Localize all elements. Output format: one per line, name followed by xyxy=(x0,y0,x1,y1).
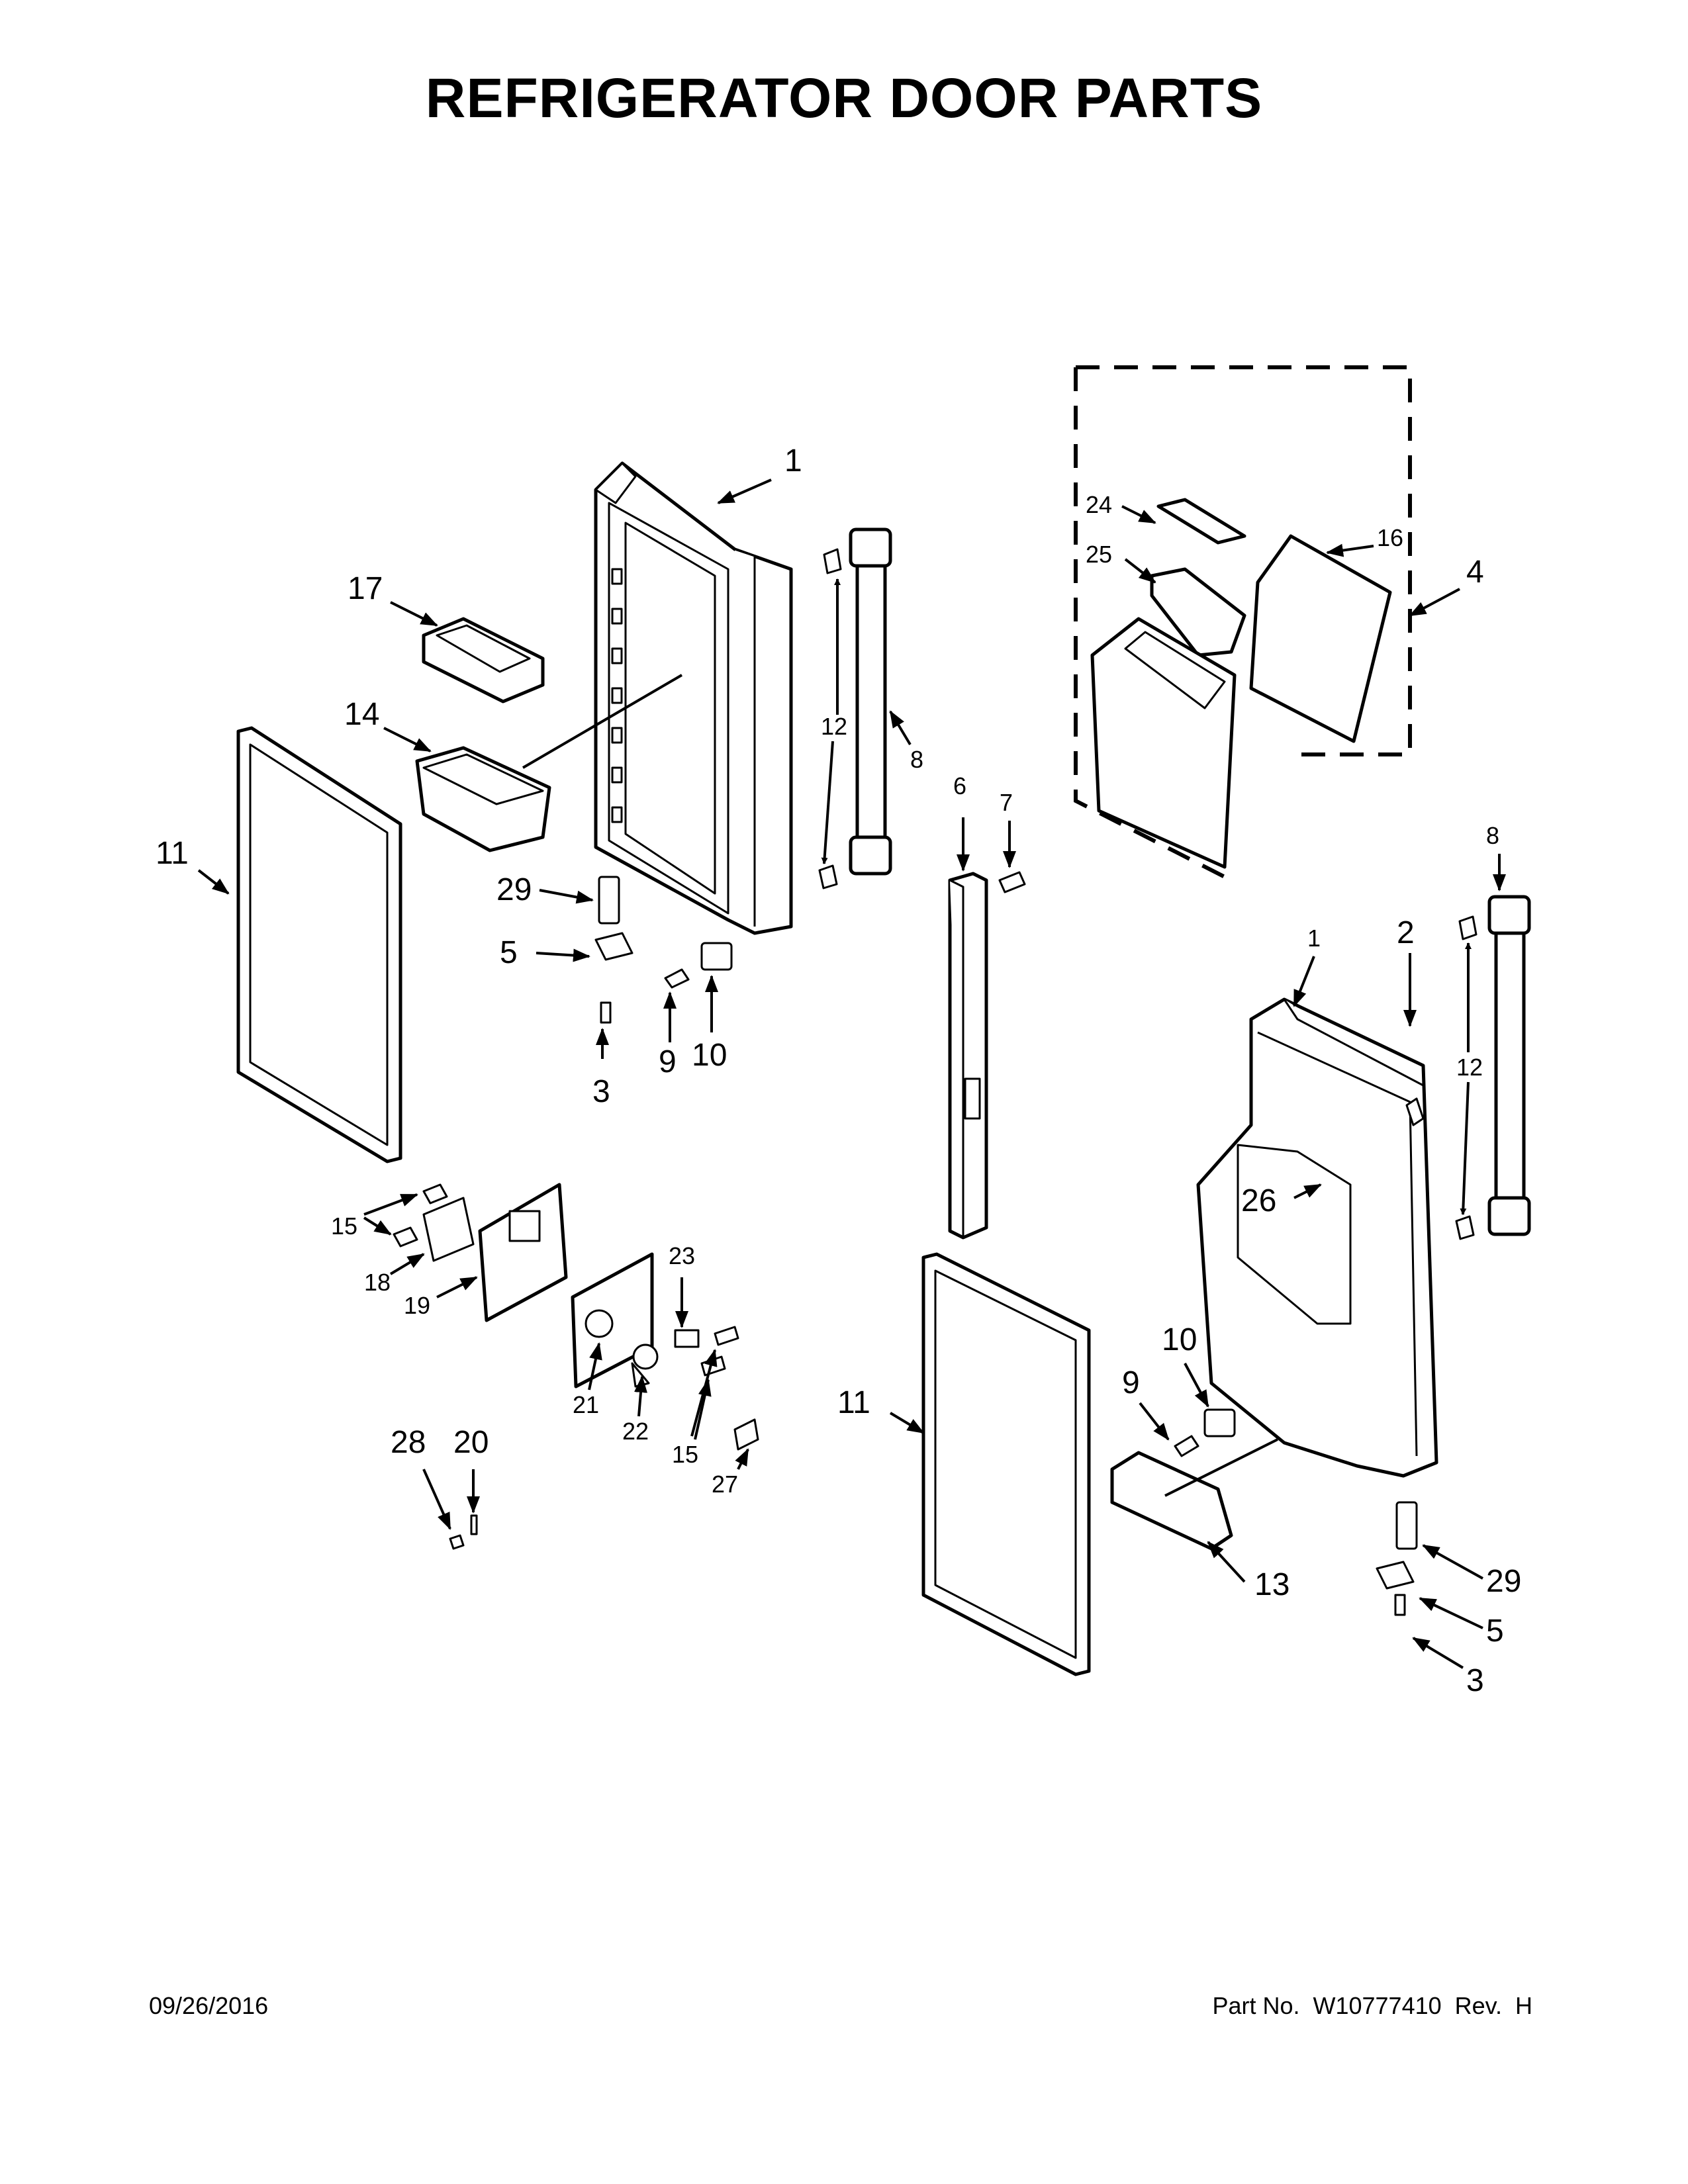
callout-right-13: 13 xyxy=(1254,1567,1289,1602)
callout-ice-16: 16 xyxy=(1377,524,1403,551)
right-handle-screws xyxy=(1455,915,1477,1240)
callout-right-5: 5 xyxy=(1486,1614,1504,1649)
callout-disp-22: 22 xyxy=(622,1418,649,1445)
page-title: REFRIGERATOR DOOR PARTS xyxy=(425,67,1263,129)
callout-left-1: 1 xyxy=(784,443,802,478)
callout-right-1: 1 xyxy=(1307,925,1321,952)
callout-center-11: 11 xyxy=(837,1385,870,1420)
bin-17 xyxy=(422,617,545,704)
callout-disp-20: 20 xyxy=(453,1425,489,1460)
callout-right-2: 2 xyxy=(1397,915,1415,950)
callout-left-8: 8 xyxy=(910,746,923,773)
callout-left-29: 29 xyxy=(496,872,532,907)
callout-ice-24: 24 xyxy=(1086,491,1112,518)
bin-13 xyxy=(1110,1451,1233,1551)
callout-disp-28: 28 xyxy=(391,1425,426,1460)
actuator-22 xyxy=(631,1343,659,1388)
ice-door-group xyxy=(1074,365,1412,882)
callout-right-9: 9 xyxy=(1122,1365,1140,1400)
clip-28 xyxy=(449,1534,465,1550)
ice-door-panel-16 xyxy=(1249,534,1392,743)
callout-left-9: 9 xyxy=(659,1044,677,1079)
bin-14 xyxy=(415,746,551,852)
tube-2 xyxy=(1405,1097,1425,1126)
footer-date: 09/26/2016 xyxy=(149,1992,269,2019)
callout-disp-27: 27 xyxy=(712,1471,738,1498)
left-door-liner xyxy=(594,461,793,935)
right-door-liner xyxy=(1196,997,1438,1478)
callout-disp-15b: 15 xyxy=(672,1441,698,1468)
left-hinge-parts xyxy=(594,876,733,1024)
callout-labels: 1 17 14 11 12 8 29 5 3 9 10 6 7 11 15 18… xyxy=(156,443,1521,1698)
dispenser-parts xyxy=(393,1183,759,1550)
callout-left-17: 17 xyxy=(348,571,383,606)
callout-disp-19: 19 xyxy=(404,1292,430,1319)
callout-left-3: 3 xyxy=(592,1074,610,1109)
callout-right-8: 8 xyxy=(1486,822,1499,849)
callout-ice-4: 4 xyxy=(1466,555,1484,590)
callout-right-29: 29 xyxy=(1486,1564,1521,1599)
right-hinge-parts xyxy=(1174,1408,1418,1616)
footer-part-number: Part No. W10777410 Rev. H xyxy=(1212,1992,1532,2019)
callout-disp-15a: 15 xyxy=(331,1212,357,1240)
bracket-23 xyxy=(674,1329,700,1348)
callout-disp-21: 21 xyxy=(573,1391,599,1418)
dispenser-panel-19 xyxy=(478,1183,568,1322)
callout-left-10: 10 xyxy=(692,1038,727,1073)
callout-left-14: 14 xyxy=(344,697,379,732)
liner-shelf-bumps xyxy=(611,568,623,823)
right-door-assembly xyxy=(1110,895,1531,1616)
callout-right-3: 3 xyxy=(1466,1663,1484,1698)
cover-27 xyxy=(733,1418,759,1451)
callout-disp-18: 18 xyxy=(364,1269,391,1296)
callout-ice-25: 25 xyxy=(1086,541,1112,568)
callout-center-7: 7 xyxy=(1000,789,1013,816)
callout-center-6: 6 xyxy=(953,772,966,799)
left-door-assembly xyxy=(236,461,892,1163)
left-door-handle xyxy=(849,527,892,876)
callout-right-26: 26 xyxy=(1241,1183,1276,1218)
callout-right-12: 12 xyxy=(1456,1054,1483,1081)
callout-right-10: 10 xyxy=(1162,1322,1197,1357)
callout-disp-23: 23 xyxy=(669,1242,695,1269)
ice-chute-cover-24 xyxy=(1156,498,1246,545)
center-mullion xyxy=(948,871,1026,1240)
dispenser-trim xyxy=(1090,617,1237,869)
right-door-handle xyxy=(1487,895,1531,1236)
right-door-gasket xyxy=(921,1252,1091,1676)
pin-20 xyxy=(470,1514,478,1535)
leader-arrows xyxy=(197,478,1506,1669)
left-door-gasket xyxy=(236,726,402,1163)
callout-left-5: 5 xyxy=(500,935,518,970)
callout-left-11: 11 xyxy=(156,836,189,871)
left-handle-screws xyxy=(818,548,842,889)
callout-left-12: 12 xyxy=(821,713,847,740)
ice-chute-frame-25 xyxy=(1150,567,1246,657)
